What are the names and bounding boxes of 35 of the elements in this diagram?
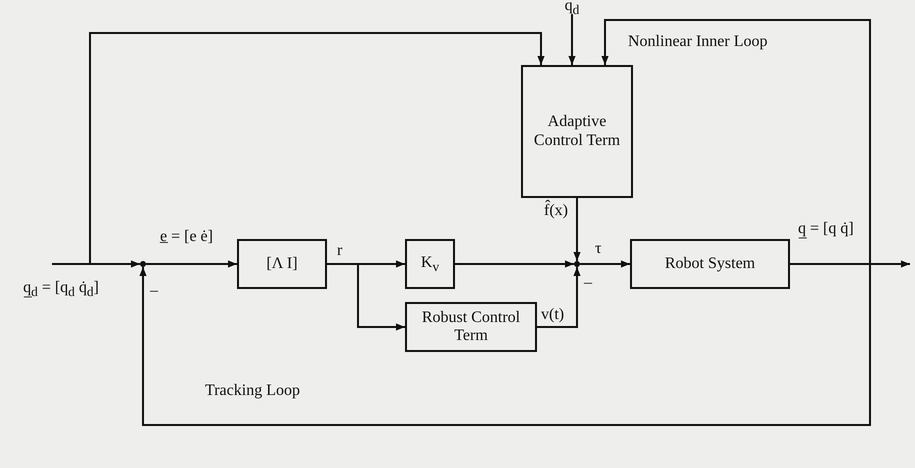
arrow — [537, 267, 581, 328]
block — [521, 65, 633, 198]
arrow — [89, 32, 545, 264]
block — [405, 239, 455, 289]
arrow — [146, 260, 237, 268]
signal-label: e̲ = [e ė] — [160, 228, 213, 246]
block-label: K$_{v}$ — [420, 254, 440, 274]
block-label: Robot System — [664, 254, 756, 274]
arrow — [455, 260, 574, 268]
block-label: Robust Control Term — [420, 308, 522, 346]
arrow — [573, 198, 581, 261]
block — [405, 302, 537, 352]
block — [237, 239, 327, 289]
summing-junction — [574, 261, 580, 267]
block-label: [Λ I] — [266, 254, 298, 274]
signal-label: q̲$_{d}$ = [q$_{d}$ q̇$_{d}$] — [23, 278, 99, 300]
arrow — [580, 260, 630, 268]
signal-label: v(t) — [541, 306, 564, 324]
loop-label: Nonlinear Inner Loop — [628, 33, 768, 51]
signal-label: r — [337, 242, 342, 260]
minus-sign: – — [150, 282, 158, 300]
block-label: Adaptive Control Term — [532, 113, 622, 150]
signal-label: τ — [595, 240, 602, 258]
block — [630, 239, 790, 289]
arrow — [601, 19, 871, 265]
signal-label: q$_{d}$ — [564, 0, 580, 18]
minus-sign: – — [584, 274, 592, 292]
signal-label: q̲ = [q q̇] — [798, 220, 854, 238]
arrow — [327, 263, 405, 331]
summing-junction — [140, 261, 146, 267]
arrow — [139, 263, 871, 426]
loop-label: Tracking Loop — [205, 382, 300, 400]
signal-label: f̂(x) — [544, 202, 568, 220]
arrow — [51, 260, 140, 268]
arrow — [568, 14, 576, 65]
